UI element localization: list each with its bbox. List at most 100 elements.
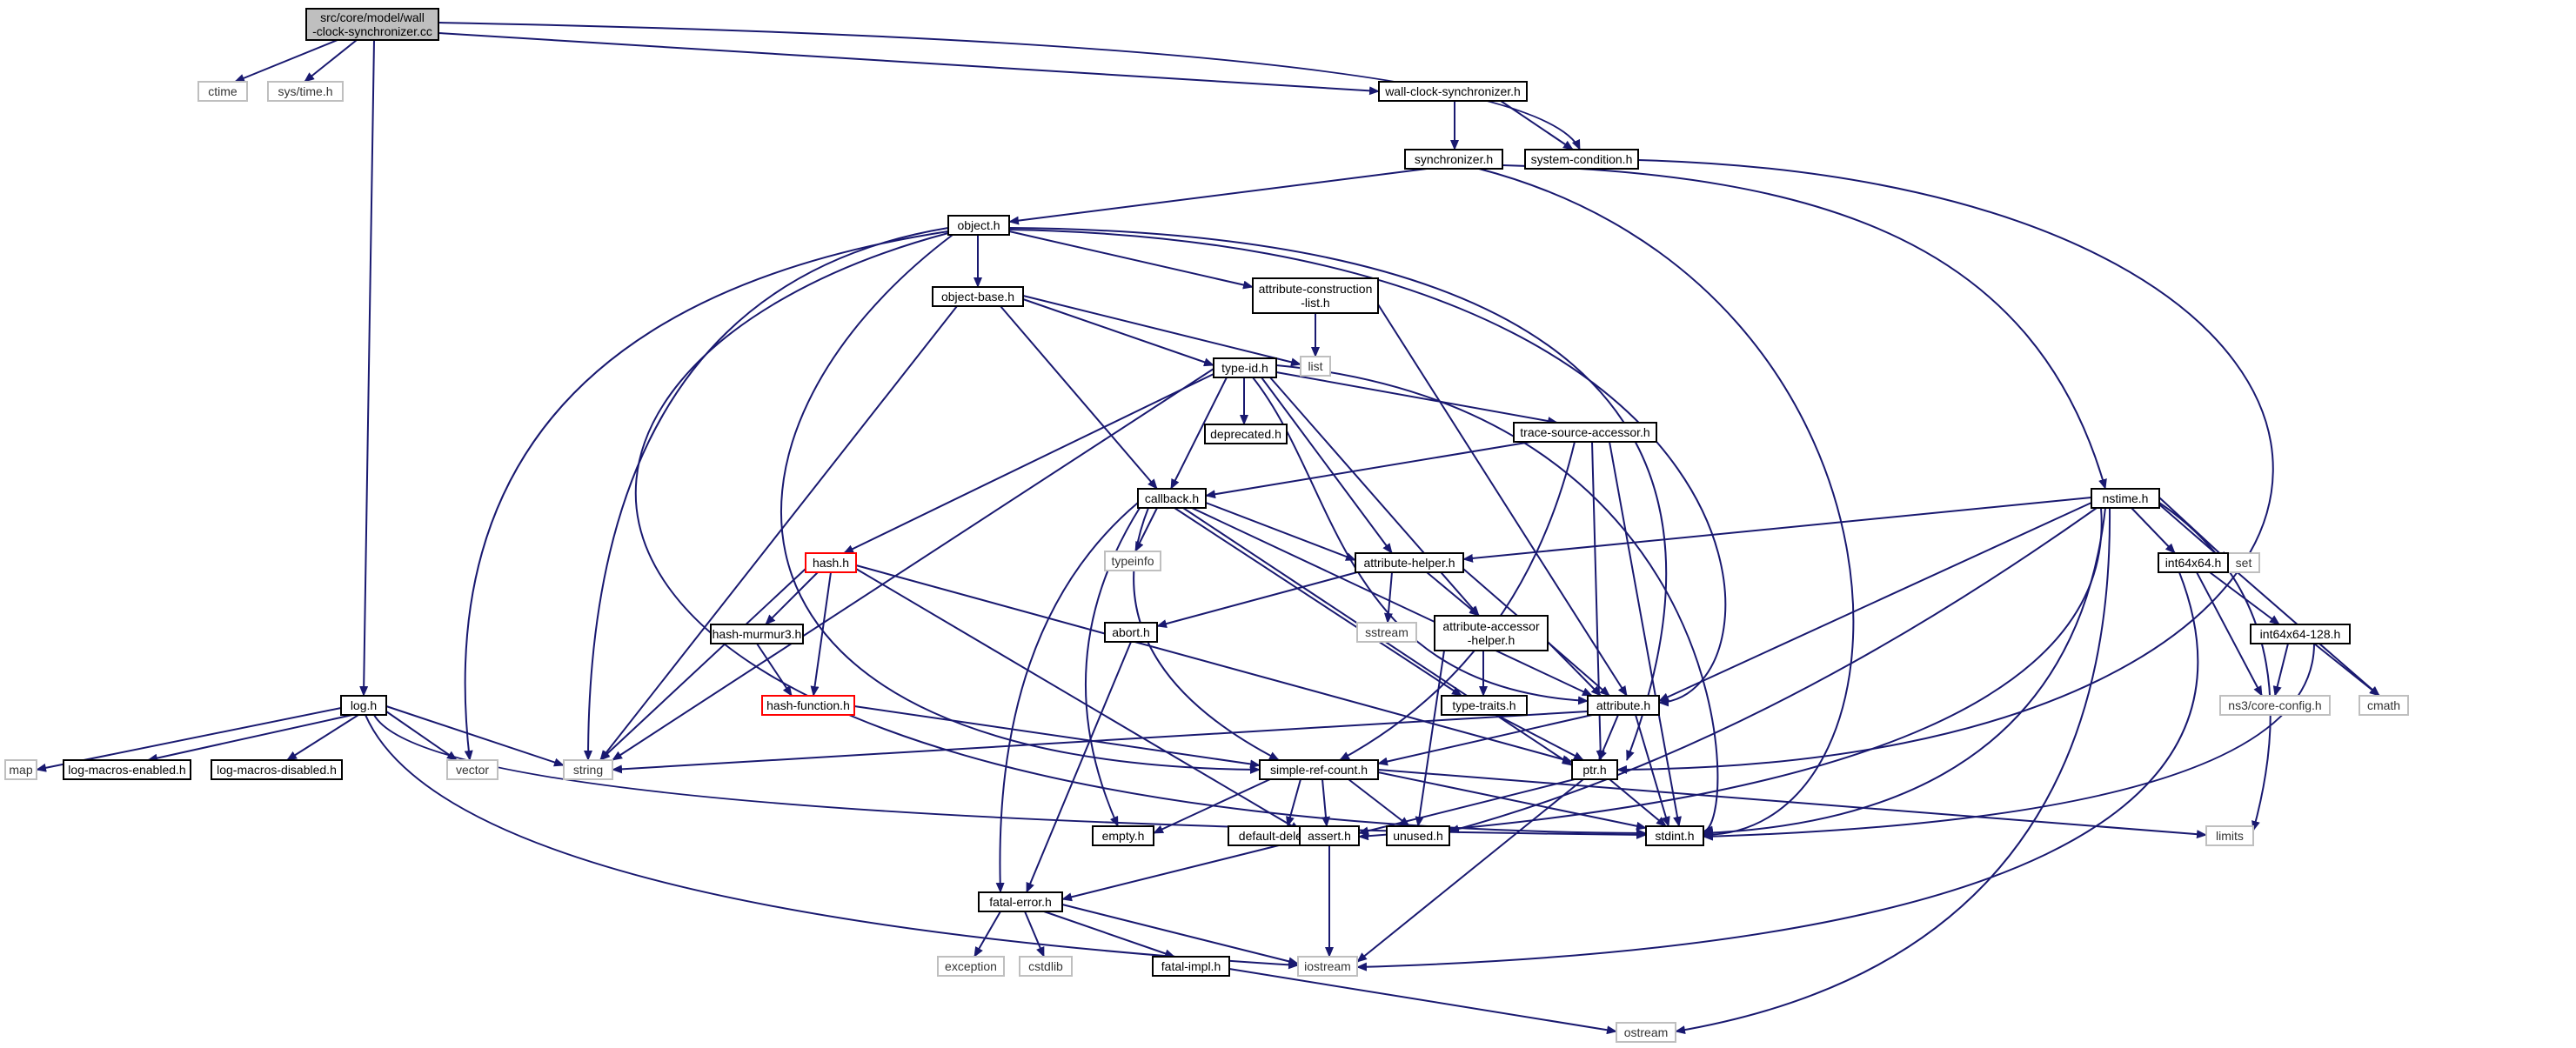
node-label: -helper.h [1468, 633, 1515, 647]
edge-attribute-helper-h-to-attribute-accessor-helper-h [1426, 571, 1480, 617]
node-system-condition-h[interactable]: system-condition.h [1524, 149, 1639, 170]
edge-int64x64-128-h-to-stdint-h [1703, 643, 2315, 841]
node-int64x64-h[interactable]: int64x64.h [2158, 552, 2229, 573]
edge-log-h-to-log-macros-disabled-h [286, 714, 359, 761]
node-box [1616, 1022, 1676, 1043]
edge-callback-h-to-typeinfo [1134, 507, 1158, 552]
node-label: sys/time.h [278, 84, 332, 98]
node-box [1297, 956, 1358, 977]
node-attribute-accessor-helper-h[interactable]: attribute-accessor-helper.h [1434, 615, 1549, 651]
node-box [1386, 825, 1450, 846]
node-box [1152, 956, 1230, 977]
edge-hash-h-to-hash-function-h [810, 571, 832, 697]
edge-attribute-construction-list-h-to-attribute-h [1377, 304, 1628, 697]
edge-system-condition-h-to-ptr-h [1616, 159, 2274, 774]
node-int64x64-128-h[interactable]: int64x64-128.h [2250, 624, 2351, 644]
node-nstime-h[interactable]: nstime.h [2091, 488, 2160, 509]
node-callback-h[interactable]: callback.h [1137, 488, 1207, 509]
node-attribute-construction-list-h[interactable]: attribute-construction-list.h [1252, 277, 1379, 314]
node-label: system-condition.h [1531, 152, 1633, 166]
node-label: iostream [1304, 959, 1351, 973]
node-box [1252, 277, 1379, 314]
node-box [1434, 615, 1549, 651]
edge-hash-h-to-string [599, 568, 806, 761]
node-type-id-h[interactable]: type-id.h [1213, 357, 1277, 378]
edge-attribute-h-to-stdint-h [1635, 714, 1670, 827]
edge-object-h-to-vector [464, 230, 949, 761]
edge-log-h-to-iostream [365, 714, 1299, 970]
node-label: ctime [208, 84, 238, 98]
node-label: trace-source-accessor.h [1520, 425, 1649, 439]
node-stdint-h[interactable]: stdint.h [1645, 825, 1704, 846]
edge-hash-murmur3-h-to-hash-function-h [756, 643, 793, 697]
node-abort-h[interactable]: abort.h [1104, 622, 1158, 643]
node-box [1137, 488, 1207, 509]
node-trace-source-accessor-h[interactable]: trace-source-accessor.h [1513, 422, 1657, 443]
node-synchronizer-h[interactable]: synchronizer.h [1404, 149, 1503, 170]
node-assert-h[interactable]: assert.h [1299, 825, 1360, 846]
node-object-h[interactable]: object.h [947, 215, 1010, 236]
node-hash-function-h[interactable]: hash-function.h [761, 695, 855, 716]
edge-nstime-h-to-int64x64-h [2131, 507, 2176, 554]
node-attribute-h[interactable]: attribute.h [1587, 695, 1660, 716]
node-attribute-helper-h[interactable]: attribute-helper.h [1355, 552, 1464, 573]
node-box [1513, 422, 1657, 443]
node-wcs-h[interactable]: wall-clock-synchronizer.h [1378, 81, 1528, 102]
edge-wcs-cc-to-wcs-h [438, 32, 1380, 96]
node-log-macros-enabled-h[interactable]: log-macros-enabled.h [63, 759, 191, 780]
node-simple-ref-count-h[interactable]: simple-ref-count.h [1259, 759, 1379, 780]
edges [36, 22, 2380, 1035]
edge-attribute-accessor-helper-h-to-attribute-h [1547, 641, 1602, 697]
edge-trace-source-accessor-h-to-stdint-h [1609, 441, 1682, 827]
node-unused-h[interactable]: unused.h [1386, 825, 1450, 846]
node-log-macros-disabled-h[interactable]: log-macros-disabled.h [211, 759, 343, 780]
node-label: deprecated.h [1210, 427, 1281, 441]
edge-synchronizer-h-to-nstime-h [1502, 164, 2107, 490]
node-box [1092, 825, 1154, 846]
node-label: string [573, 763, 603, 777]
node-fatal-impl-h[interactable]: fatal-impl.h [1152, 956, 1230, 977]
node-ptr-h[interactable]: ptr.h [1571, 759, 1618, 780]
node-box [1404, 149, 1503, 170]
edge-attribute-accessor-helper-h-to-unused-h [1415, 650, 1445, 827]
node-hash-murmur3-h[interactable]: hash-murmur3.h [710, 624, 804, 644]
node-box [947, 215, 1010, 236]
edge-assert-h-to-fatal-error-h [1061, 839, 1301, 902]
edge-type-id-h-to-string [612, 368, 1214, 761]
node-label: simple-ref-count.h [1270, 763, 1368, 777]
node-label: assert.h [1308, 829, 1351, 843]
node-empty-h[interactable]: empty.h [1092, 825, 1154, 846]
node-hash-h[interactable]: hash.h [805, 552, 857, 573]
edge-type-id-h-to-callback-h [1170, 377, 1228, 490]
node-box [2219, 695, 2331, 716]
node-label: type-id.h [1221, 361, 1268, 375]
edge-int64x64-h-to-int64x64-128-h [2209, 571, 2280, 625]
node-object-base-h[interactable]: object-base.h [932, 286, 1024, 307]
node-vector: vector [446, 759, 498, 780]
edge-wcs-cc-to-sys-time-h [304, 39, 358, 83]
node-wcs-cc[interactable]: src/core/model/wall-clock-synchronizer.c… [305, 8, 439, 41]
node-box [1300, 356, 1331, 377]
edge-attribute-helper-h-to-abort-h [1156, 571, 1358, 628]
edge-log-h-to-vector [385, 711, 458, 761]
node-box [932, 286, 1024, 307]
node-ostream: ostream [1616, 1022, 1676, 1043]
node-box [1204, 424, 1288, 444]
node-label: -clock-synchronizer.cc [312, 24, 432, 38]
node-log-h[interactable]: log.h [340, 695, 387, 716]
node-label: limits [2216, 829, 2244, 843]
node-type-traits-h[interactable]: type-traits.h [1441, 695, 1528, 716]
node-sys-time-h: sys/time.h [267, 81, 344, 102]
node-label: abort.h [1112, 625, 1150, 639]
edge-int64x64-h-to-ns3-core-config-h [2196, 571, 2263, 697]
node-fatal-error-h[interactable]: fatal-error.h [978, 891, 1063, 912]
node-label: ns3/core-config.h [2228, 698, 2321, 712]
edge-fatal-error-h-to-fatal-impl-h [1043, 911, 1175, 958]
node-list: list [1300, 356, 1331, 377]
node-box [446, 759, 498, 780]
node-ns3-core-config-h: ns3/core-config.h [2219, 695, 2331, 716]
node-label: typeinfo [1111, 554, 1154, 568]
node-deprecated-h[interactable]: deprecated.h [1204, 424, 1288, 444]
node-cmath: cmath [2359, 695, 2409, 716]
node-label: ostream [1624, 1025, 1669, 1039]
